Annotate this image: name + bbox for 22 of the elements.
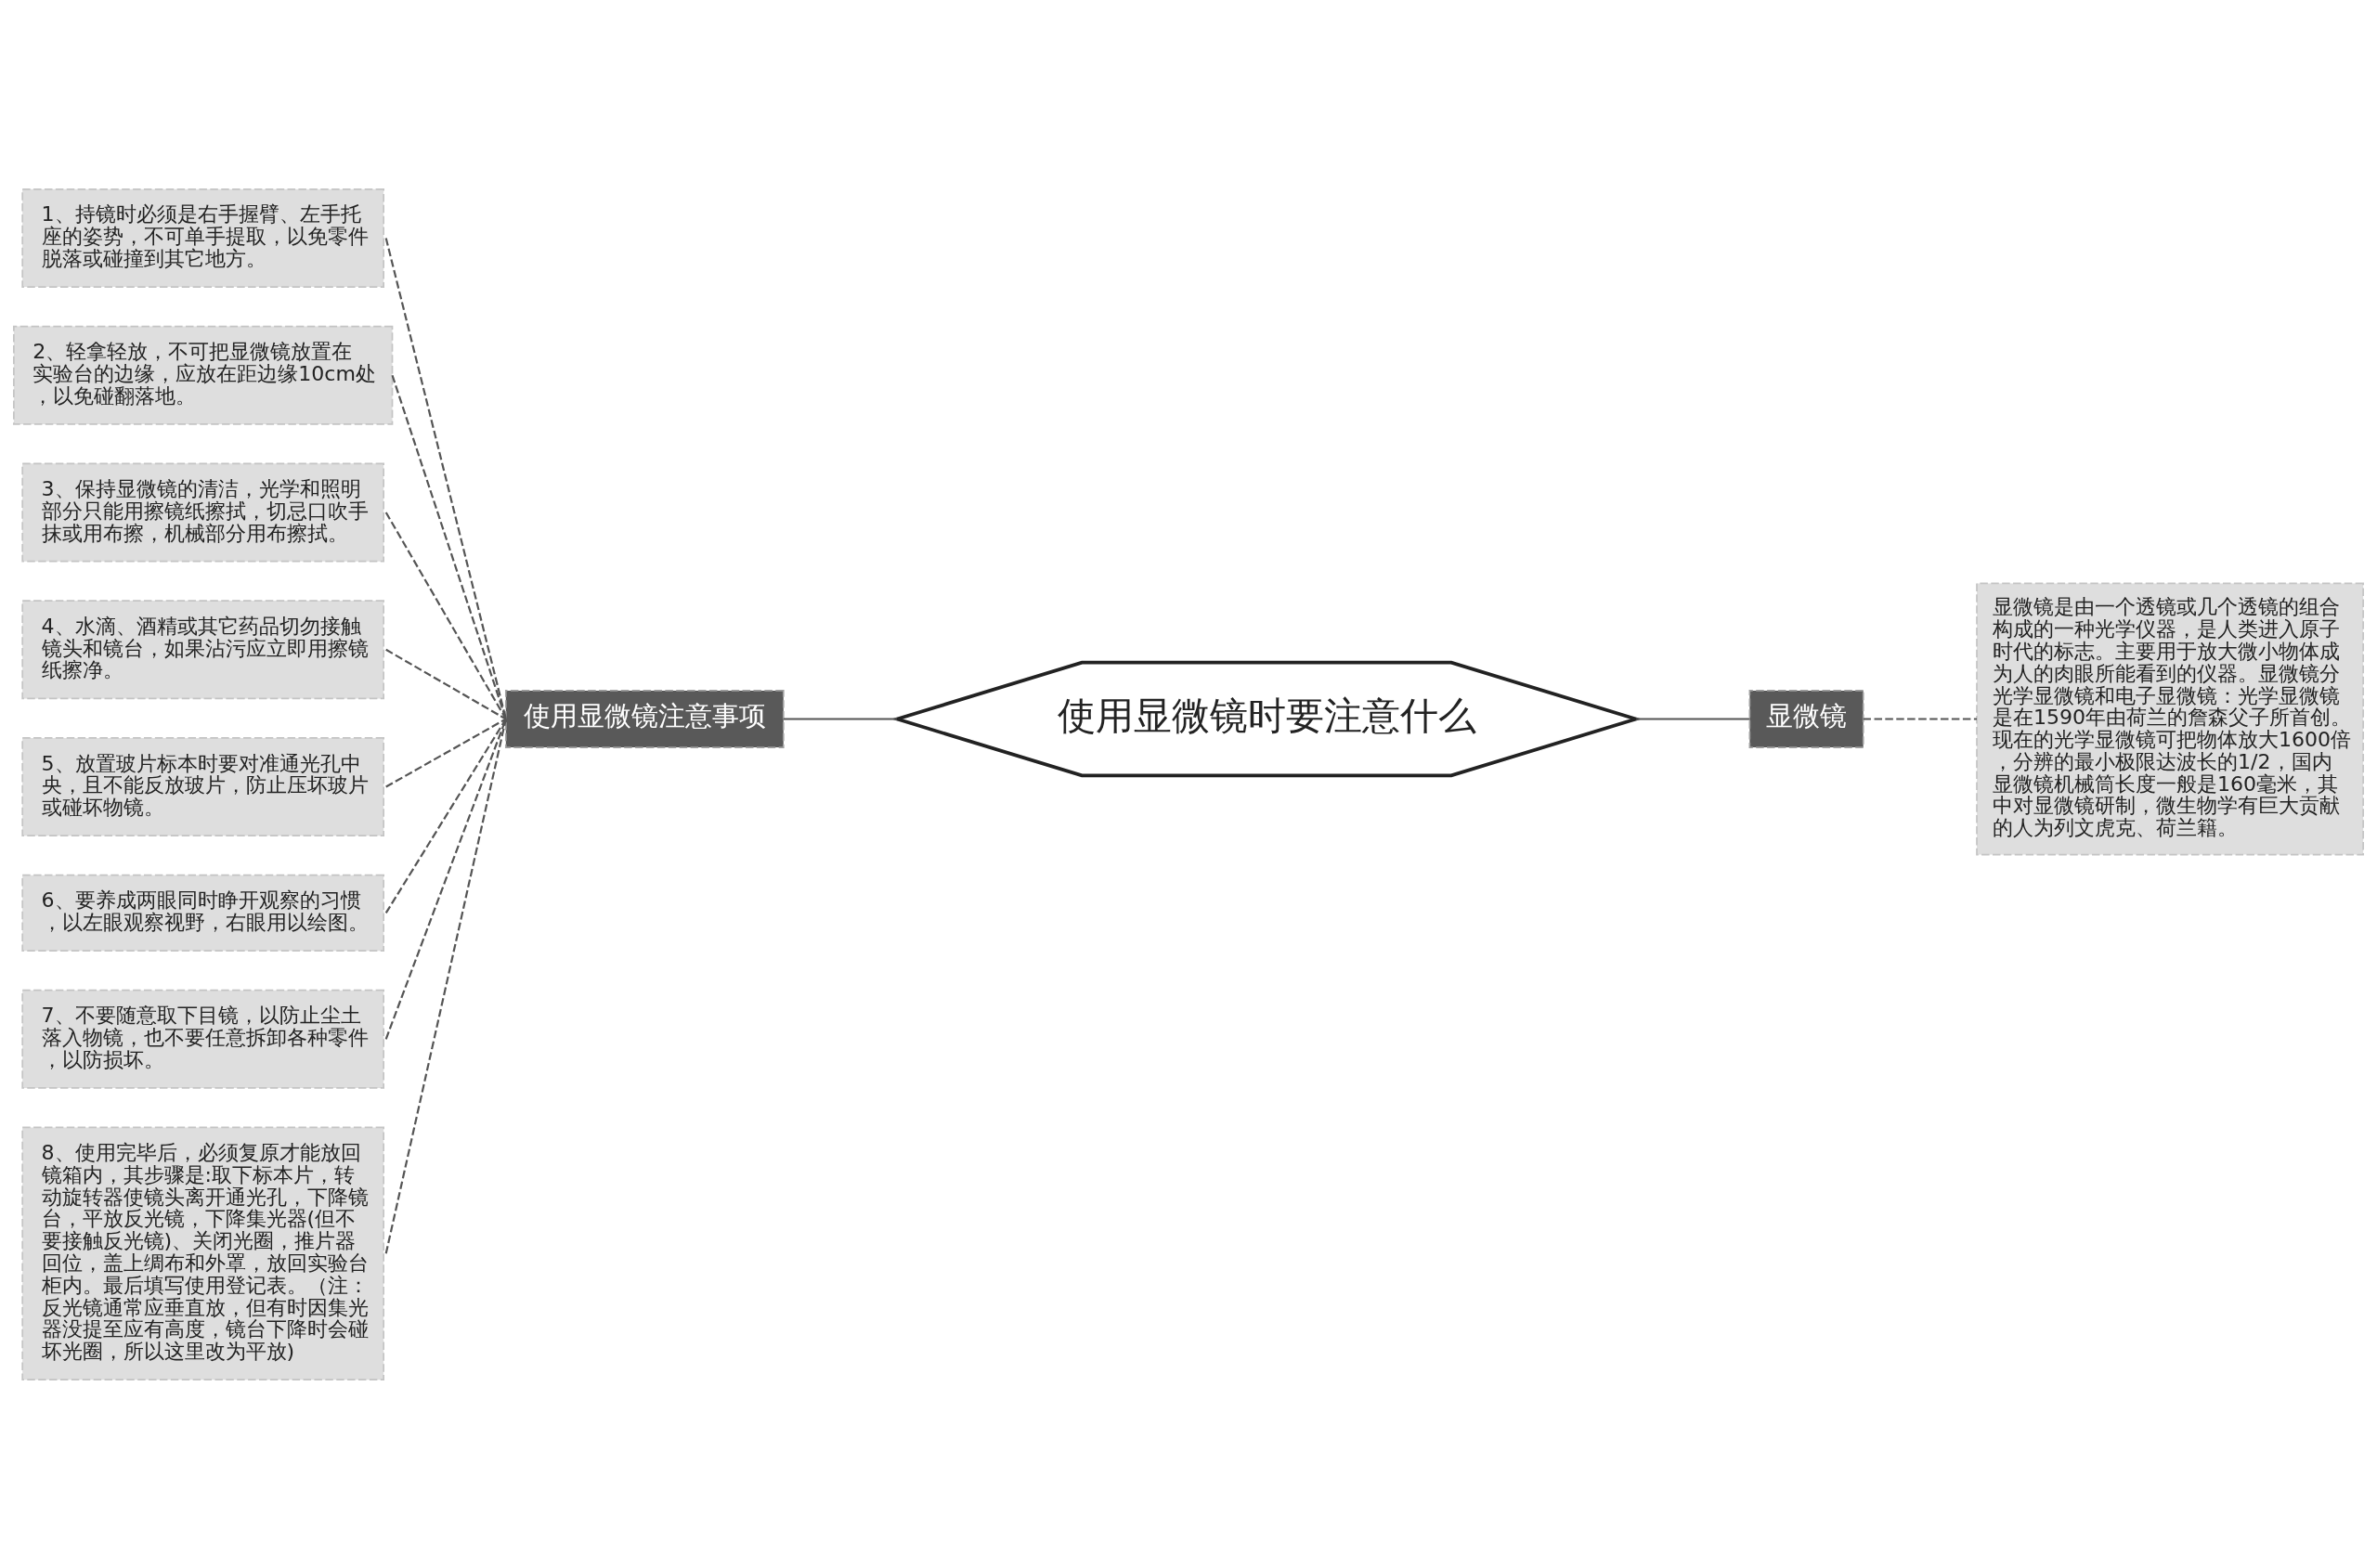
connector: [384, 718, 507, 1040]
node-box: 1、持镜时必须是右手握臂、左手托座的姿势，不可单手提取，以免零件脱落或碰撞到其它地方。: [21, 188, 385, 288]
node-box: 3、保持显微镜的清洁，光学和照明部分只能用擦镜纸擦拭，切忌口吹手抹或用布擦，机械部分用布擦拭。: [21, 462, 385, 562]
node-box: 5、放置玻片标本时要对准通光孔中央，且不能反放玻片，防止压坏玻片或碰坏物镜。: [21, 736, 385, 836]
node-box: 显微镜: [1748, 689, 1864, 748]
node-box: 2、轻拿轻放，不可把显微镜放置在实验台的边缘，应放在距边缘10cm处，以免碰翻落地。: [13, 325, 394, 425]
connector: [385, 648, 507, 719]
connector: [385, 718, 507, 787]
node-box: 7、不要随意取下目镜，以防止尘土落入物镜，也不要任意拆卸各种零件，以防损坏。: [21, 989, 385, 1089]
node-box: 8、使用完毕后，必须复原才能放回镜箱内，其步骤是:取下标本片，转动旋转器使镜头离开通光孔，下降镜台，平放反光镜，下降集光器(但不要接触反光镜)、关闭光圈，推片器回位，盖上绸布和外罩，放回实验台柜内。最后填写使用登记表。（注：反光镜通常应垂直放，但有时因集光器没提至应有高度，镜台下降时会碰坏光圈，所以这里改为平放): [21, 1126, 385, 1380]
connector: [384, 237, 507, 719]
connector: [1636, 717, 1750, 720]
connector: [384, 718, 507, 914]
node-box: 6、要养成两眼同时睁开观察的习惯，以左眼观察视野，右眼用以绘图。: [21, 874, 385, 952]
connector: [384, 718, 507, 1254]
node-box: 显微镜是由一个透镜或几个透镜的组合构成的一种光学仪器，是人类进入原子时代的标志。主要用于放大微小物体成为人的肉眼所能看到的仪器。显微镜分光学显微镜和电子显微镜：光学显微镜是在1590年由荷兰的詹森父子所首创。现在的光学显微镜可把物体放大1600倍，分辨的最小极限达波长的1/2，国内显微镜机械筒长度一般是160毫米，其中对显微镜研制，微生物学有巨大贡献的人为列文虎克、荷兰籍。: [1976, 582, 2364, 855]
connector: [783, 717, 898, 720]
connector: [391, 374, 507, 719]
node-box: 4、水滴、酒精或其它药品切勿接触镜头和镜台，如果沾污应立即用擦镜纸擦净。: [21, 599, 385, 699]
connector: [1863, 717, 1977, 720]
connector: [384, 511, 507, 719]
node-box: 使用显微镜注意事项: [504, 689, 785, 748]
